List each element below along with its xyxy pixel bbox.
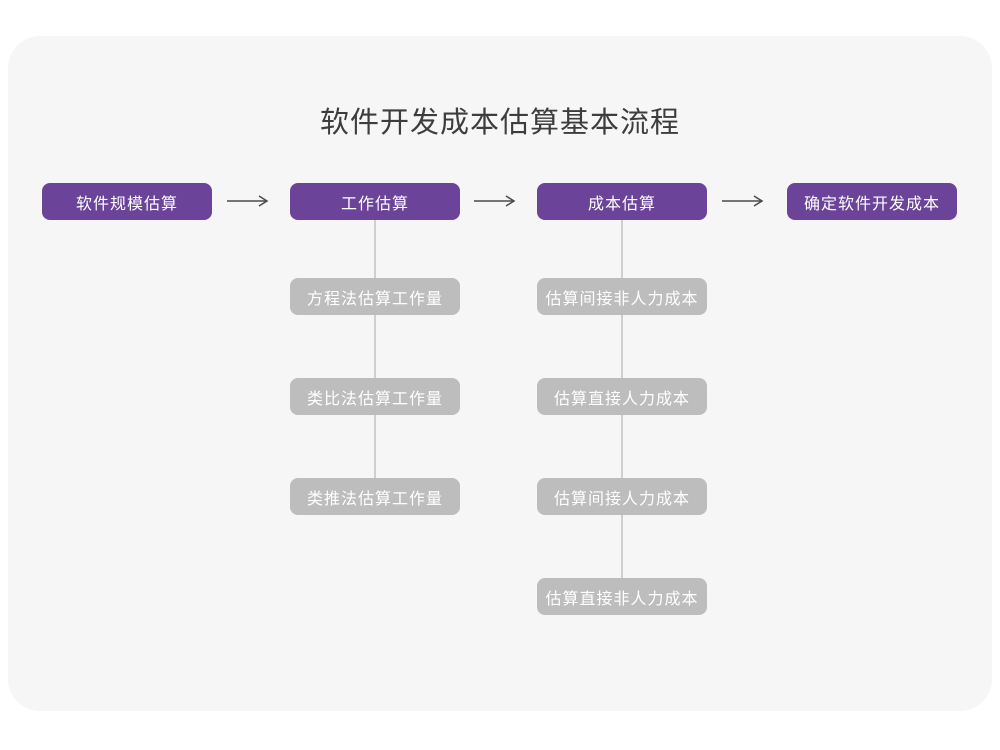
branch-node-indirect-labor-cost: 估算间接人力成本 (537, 478, 707, 515)
diagram-title: 软件开发成本估算基本流程 (319, 107, 680, 139)
branch-node-indirect-nonlabor-cost: 估算间接非人力成本 (537, 278, 707, 315)
arrow-right-icon (721, 194, 767, 208)
arrow-right-icon (226, 194, 272, 208)
flow-node-cost-estimation: 成本估算 (537, 183, 707, 220)
branch-node-comparison-method: 类比法估算工作量 (290, 378, 460, 415)
flow-node-determine-dev-cost: 确定软件开发成本 (787, 183, 957, 220)
flow-node-work-estimation: 工作估算 (290, 183, 460, 220)
branch-node-equation-method: 方程法估算工作量 (290, 278, 460, 315)
branch-node-direct-nonlabor-cost: 估算直接非人力成本 (537, 578, 707, 615)
flow-node-software-scale-estimation: 软件规模估算 (42, 183, 212, 220)
branch-node-analogy-method: 类推法估算工作量 (290, 478, 460, 515)
branch-node-direct-labor-cost: 估算直接人力成本 (537, 378, 707, 415)
arrow-right-icon (473, 194, 519, 208)
connector-line-work-branch (374, 220, 376, 496)
diagram-card-background (8, 36, 992, 711)
